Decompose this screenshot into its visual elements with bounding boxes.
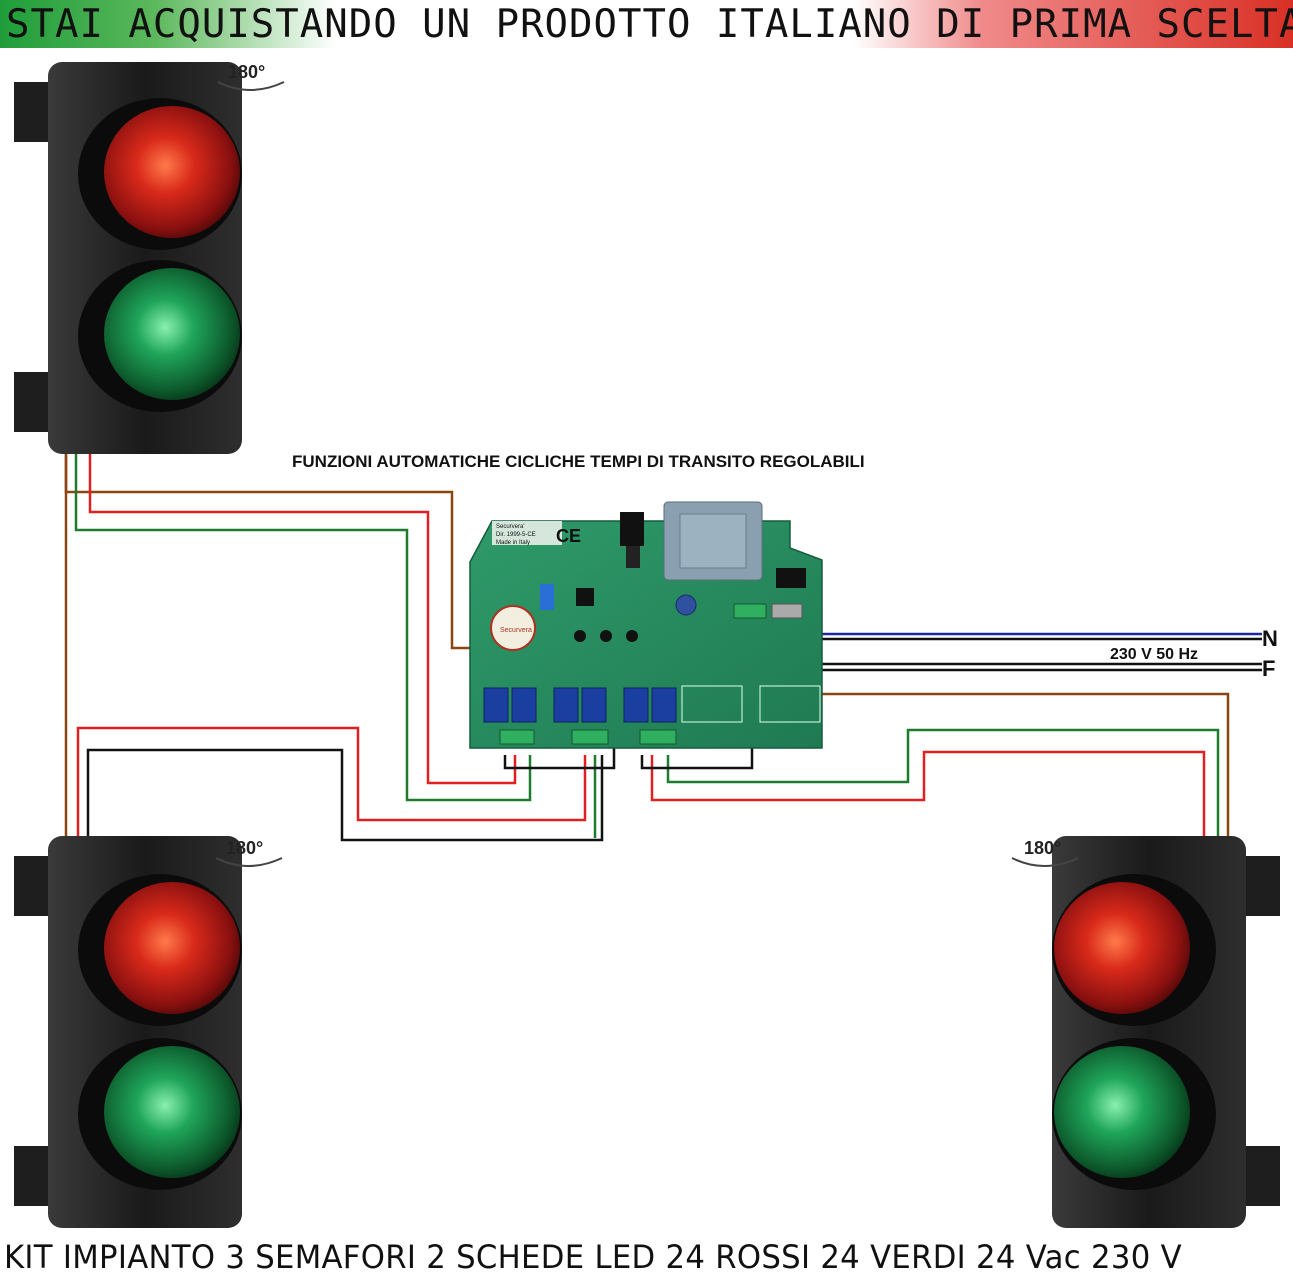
svg-text:180°: 180° [1024, 838, 1061, 858]
kit-title: KIT IMPIANTO 3 SEMAFORI 2 SCHEDE LED 24 … [4, 1238, 1182, 1276]
relay-6 [651, 687, 677, 723]
green-lamp [104, 268, 240, 400]
wire-black-left [86, 748, 604, 842]
terminal-block-bottom-1 [499, 729, 535, 745]
wire-red-right [650, 750, 1206, 836]
dip-switch [540, 584, 554, 610]
relay-1 [483, 687, 509, 723]
control-board: Securvera' Dir. 1999-5-CE Made in Italy … [469, 501, 823, 749]
trimmer-2 [600, 630, 612, 642]
traffic-light-bottom-right: 180° [1011, 836, 1280, 1228]
ce-mark: CE [556, 526, 581, 546]
red-lamp [1054, 882, 1190, 1014]
terminal-block-bottom-3 [639, 729, 677, 745]
relay-3 [553, 687, 579, 723]
terminal-block-top-a [733, 603, 767, 619]
board-origin: Made in Italy [496, 540, 530, 546]
svg-text:180°: 180° [228, 62, 265, 82]
wire-green-top [74, 452, 532, 802]
wire-red-left [76, 726, 587, 836]
red-lamp [104, 882, 240, 1014]
neutral-label: N [1262, 626, 1278, 651]
relay-5 [623, 687, 649, 723]
wire-neutral-black [794, 618, 1262, 641]
traffic-light-bottom-left: 180° [14, 836, 283, 1228]
board-directive: Dir. 1999-5-CE [496, 532, 536, 538]
terminal-block-bottom-2 [571, 729, 609, 745]
banner-title: STAI ACQUISTANDO UN PRODOTTO ITALIANO DI… [6, 2, 1293, 47]
wire-red-top [88, 452, 517, 785]
green-lamp [104, 1046, 240, 1178]
red-lamp [104, 106, 240, 238]
phase-label: F [1262, 656, 1276, 681]
green-lamp [1054, 1046, 1190, 1178]
wire-green-right [666, 728, 1220, 836]
power-socket [776, 568, 806, 588]
terminal-block-top-b [771, 603, 803, 619]
microcontroller [576, 588, 594, 606]
trimmer-3 [626, 630, 638, 642]
italian-flag-banner: STAI ACQUISTANDO UN PRODOTTO ITALIANO DI… [0, 0, 1293, 48]
trimmer-1 [574, 630, 586, 642]
heatsink [620, 512, 644, 546]
diagram-caption: FUNZIONI AUTOMATICHE CICLICHE TEMPI DI T… [292, 452, 865, 471]
svg-text:Securvera: Securvera [500, 627, 532, 634]
rotate-180-icon: 180° [1011, 838, 1079, 867]
securvera-seal [490, 605, 536, 651]
board-brand: Securvera' [496, 524, 525, 530]
svg-text:180°: 180° [226, 838, 263, 858]
rotate-180-icon: 180° [217, 62, 285, 91]
wire-neutral-blue [790, 618, 1262, 636]
rotate-180-icon: 180° [215, 838, 283, 867]
voltage-label: 230 V 50 Hz [1110, 646, 1199, 663]
relay-2 [511, 687, 537, 723]
capacitor [675, 594, 697, 616]
traffic-light-top: 180° [14, 62, 285, 454]
relay-4 [581, 687, 607, 723]
